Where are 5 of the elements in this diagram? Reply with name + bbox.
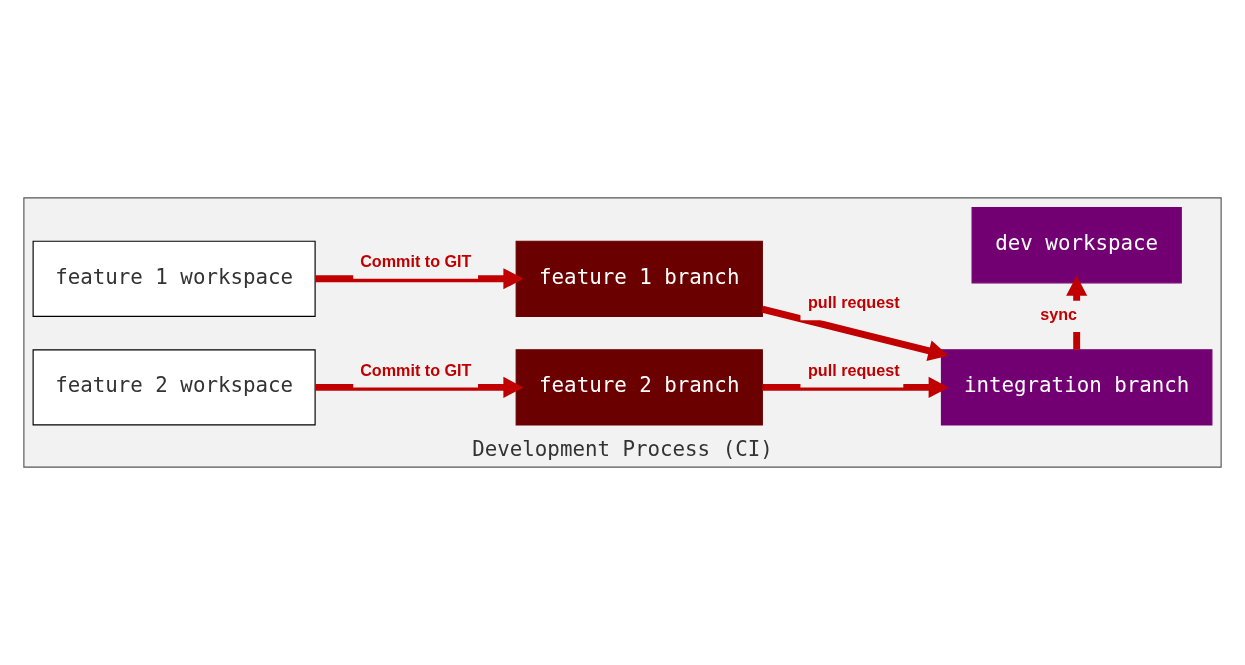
- edge-label: sync: [1040, 305, 1078, 324]
- edge-label: Commit to GIT: [360, 360, 472, 379]
- edge-label: pull request: [807, 360, 900, 379]
- edge-label: pull request: [807, 293, 900, 312]
- edge-label: Commit to GIT: [360, 251, 472, 270]
